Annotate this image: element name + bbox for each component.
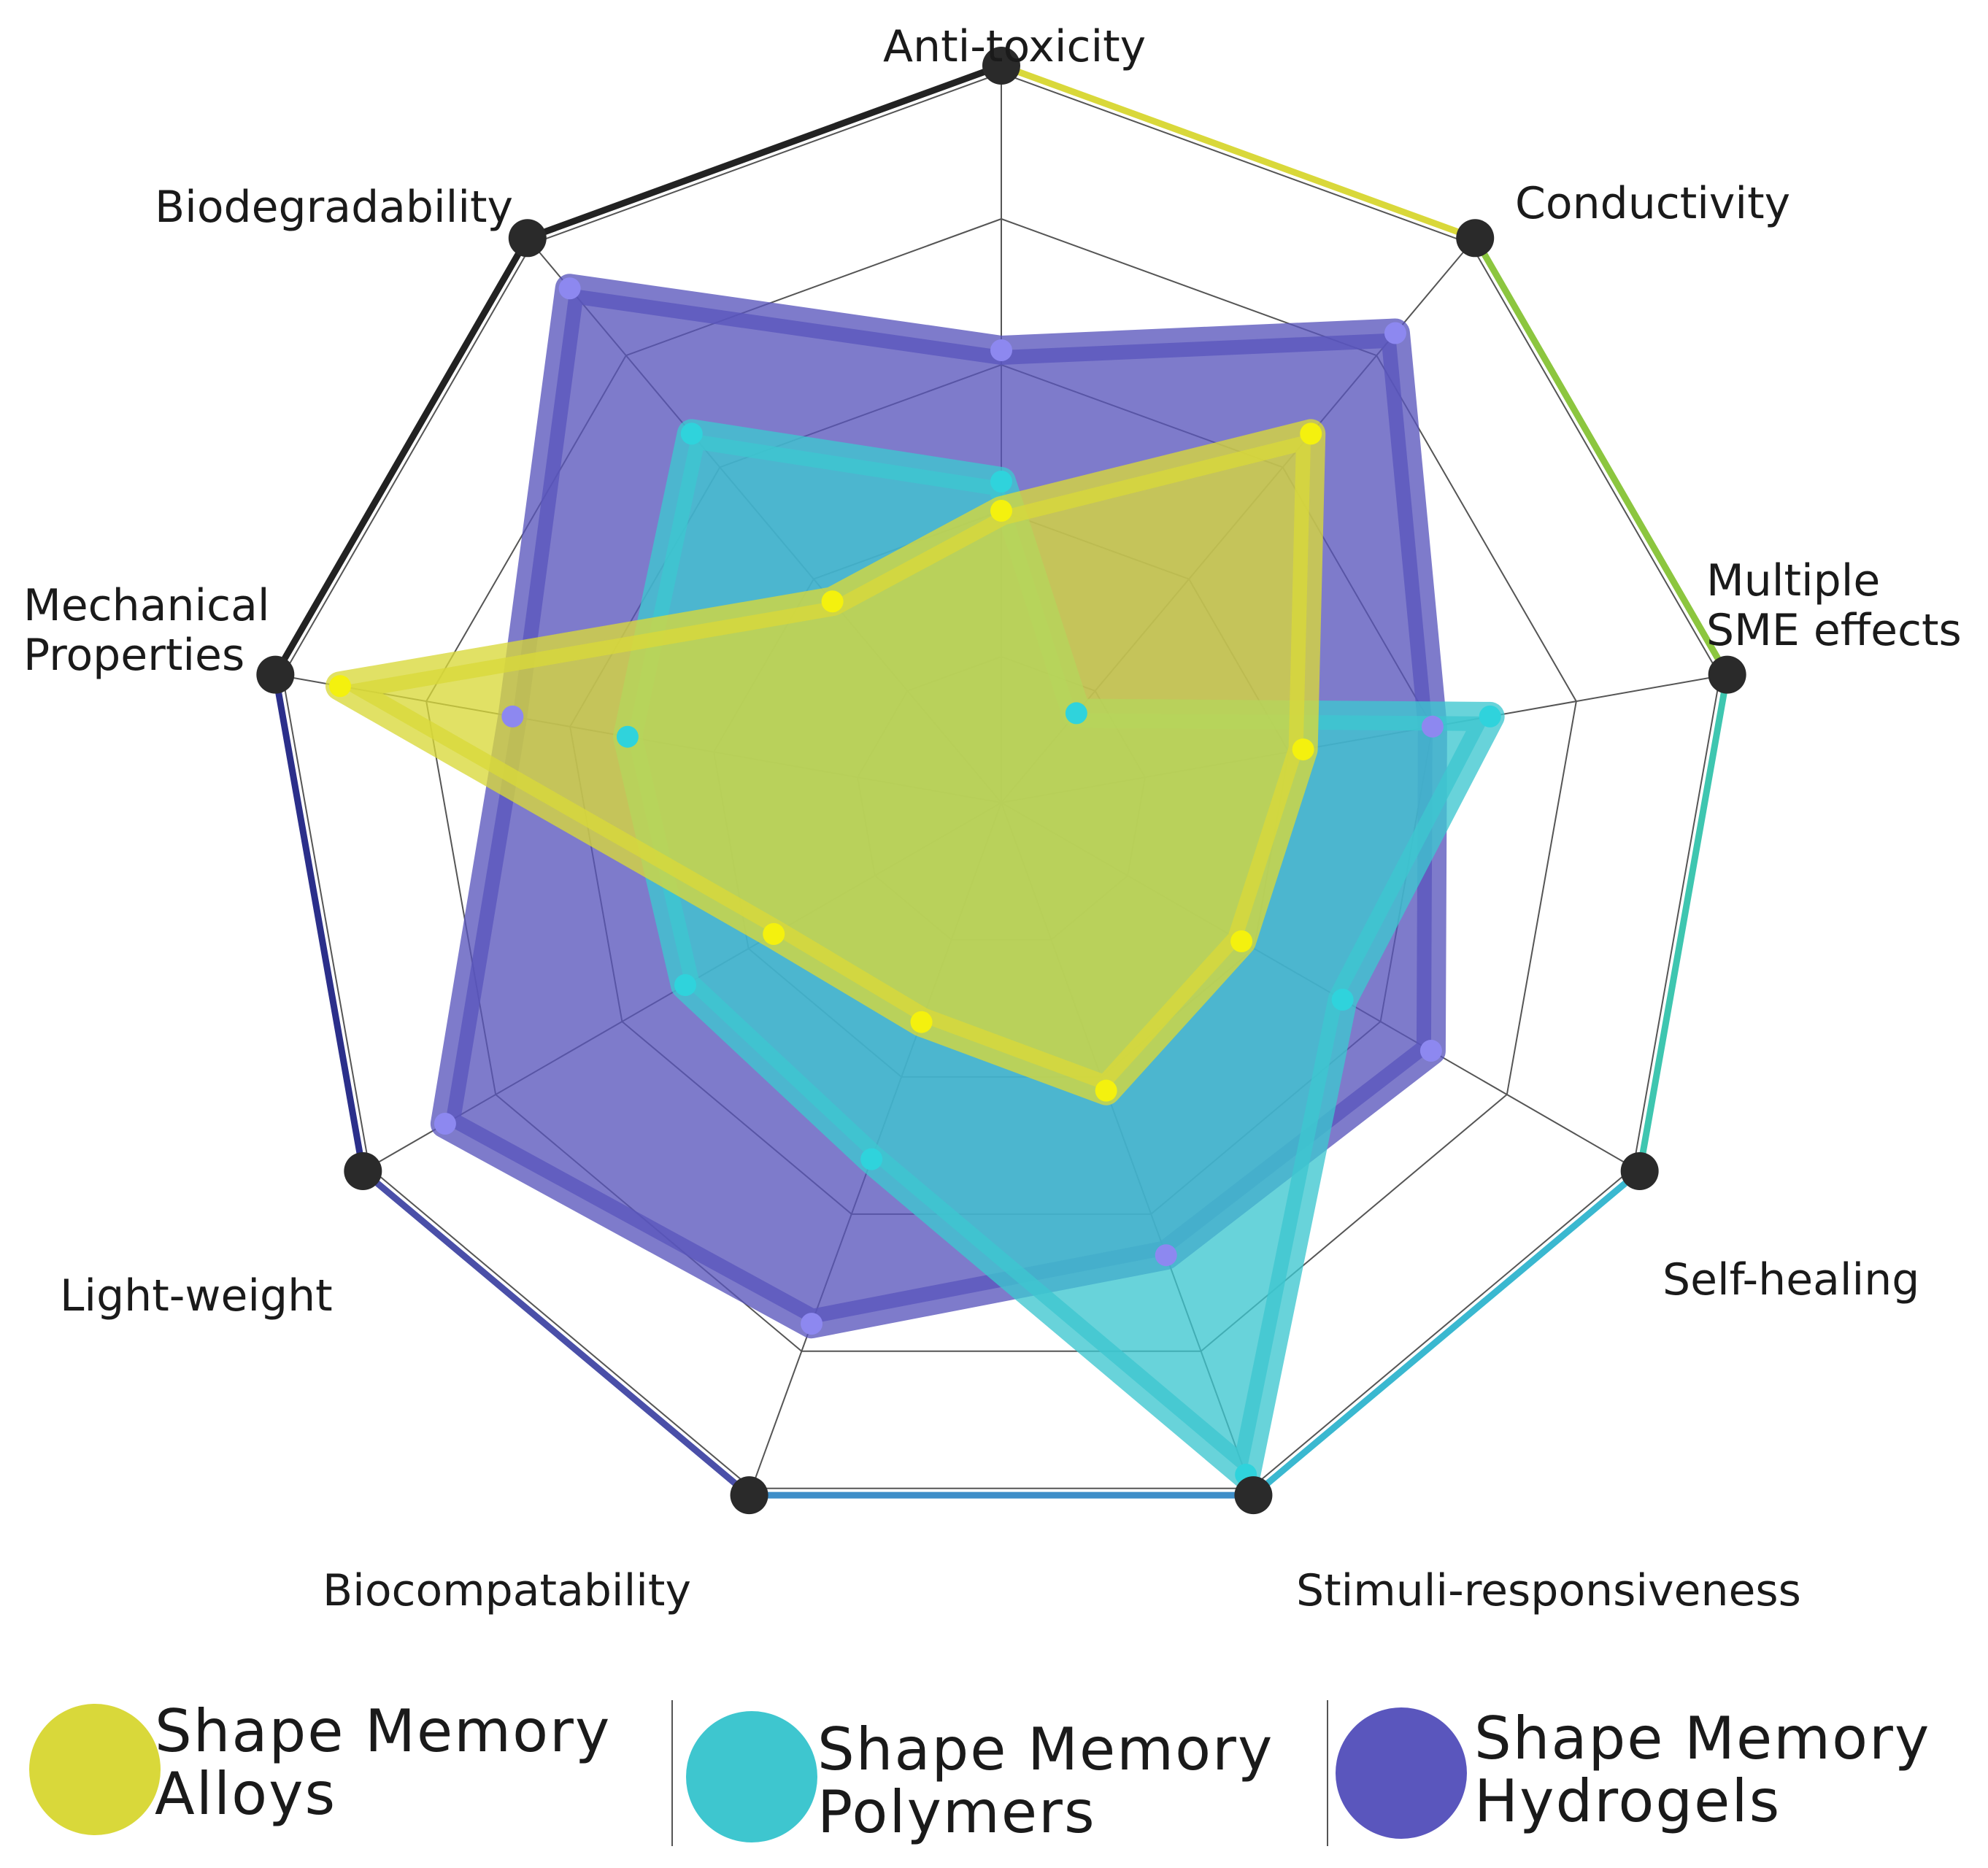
rim-segment	[998, 62, 1479, 242]
rim-segment	[359, 1168, 753, 1499]
axis-node	[730, 1476, 768, 1515]
rim-segment	[1471, 234, 1731, 679]
data-point	[990, 471, 1012, 493]
data-point	[1230, 930, 1253, 952]
data-point	[1479, 705, 1501, 727]
axis-node	[1234, 1476, 1273, 1515]
rim-segment	[524, 62, 1005, 242]
data-point	[910, 1011, 933, 1033]
grid-ring	[282, 72, 1721, 1489]
axis-label-mechanical: Mechanical Properties	[23, 580, 270, 681]
data-point	[328, 675, 351, 698]
data-point	[1419, 1040, 1442, 1062]
data-point	[680, 422, 703, 445]
axis-label-biocompatability: Biocompatability	[323, 1565, 691, 1616]
data-point	[763, 923, 785, 945]
axis-label-light-weight: Light-weight	[60, 1270, 333, 1321]
axis-node	[508, 219, 547, 258]
data-point	[434, 1113, 456, 1135]
data-point	[1384, 322, 1406, 344]
axis-node	[982, 47, 1020, 85]
axis-label-biodegradability: Biodegradability	[155, 182, 514, 233]
legend-divider	[671, 1700, 673, 1846]
data-point	[860, 1148, 883, 1170]
data-point	[501, 705, 524, 727]
data-point	[1292, 738, 1314, 761]
axis-label-stimuli: Stimuli-responsiveness	[1296, 1565, 1801, 1616]
legend-swatch-hydrogels	[1336, 1707, 1467, 1839]
data-point	[1300, 422, 1322, 445]
data-point	[1155, 1244, 1177, 1267]
rim-segment	[271, 234, 531, 679]
data-point	[1065, 702, 1087, 725]
data-point	[821, 590, 844, 613]
data-point	[1331, 989, 1354, 1011]
axis-label-multiple-sme: Multiple SME effects	[1706, 555, 1962, 656]
axis-node	[1456, 219, 1495, 258]
axis-label-conductivity: Conductivity	[1515, 178, 1791, 229]
legend-divider	[1327, 1700, 1328, 1846]
legend-swatch-polymers	[686, 1711, 817, 1842]
axis-label-anti-toxicity: Anti-toxicity	[883, 21, 1147, 72]
axis-label-self-healing: Self-healing	[1663, 1254, 1920, 1305]
axis-node	[1708, 655, 1746, 694]
data-point	[674, 974, 696, 996]
rim-segment	[1249, 1168, 1644, 1499]
legend-swatch-alloys	[29, 1704, 161, 1835]
data-point	[616, 725, 639, 748]
data-point	[990, 500, 1012, 522]
data-point	[1421, 715, 1444, 738]
rim-segment	[1636, 671, 1731, 1175]
axis-node	[344, 1152, 382, 1190]
axis-node	[1620, 1152, 1659, 1190]
data-point	[558, 277, 581, 300]
data-point	[801, 1313, 823, 1335]
axis-node	[256, 655, 295, 694]
series-area	[325, 419, 1326, 1105]
data-point	[990, 339, 1012, 361]
data-point	[1095, 1079, 1117, 1102]
rim-segment	[271, 671, 366, 1175]
